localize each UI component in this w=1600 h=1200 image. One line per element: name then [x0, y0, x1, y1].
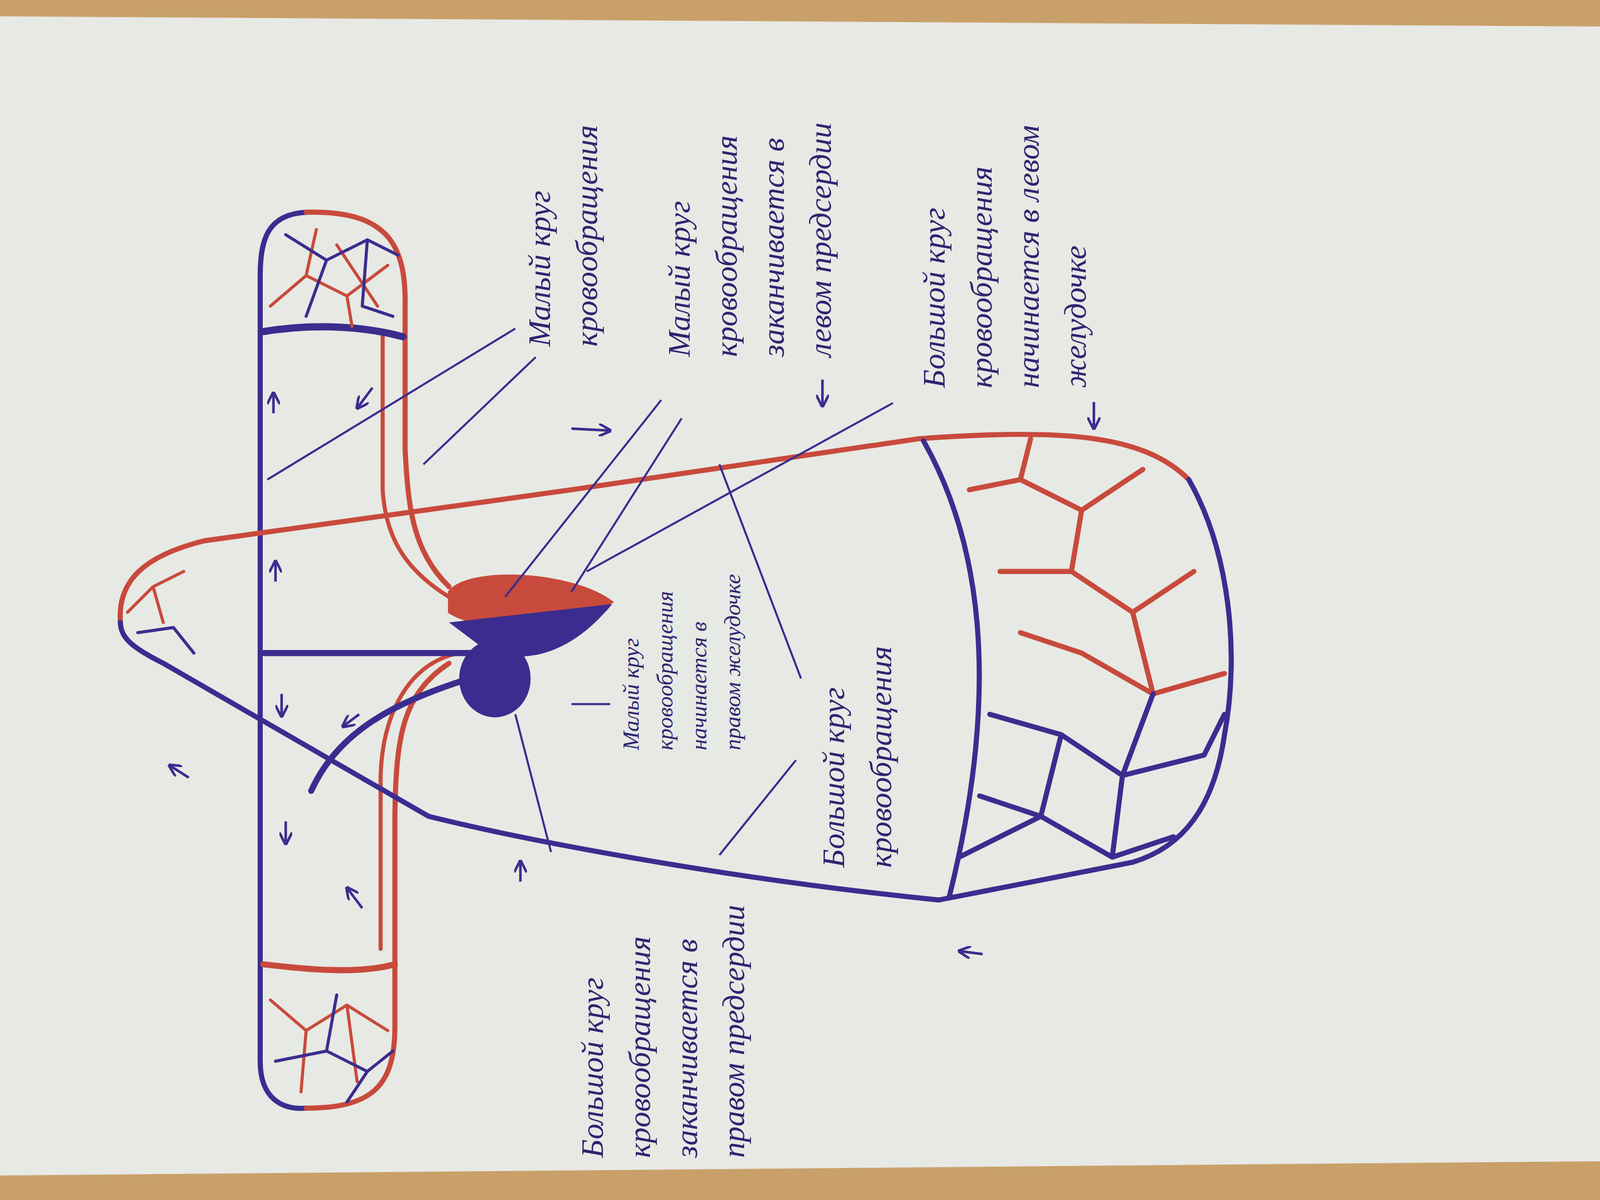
annotation-text: Малый круг кровообращения	[516, 72, 611, 347]
drawing-stroke	[270, 229, 388, 327]
drawing-stroke	[969, 438, 1225, 694]
drawing-stroke	[305, 212, 449, 587]
drawing-stroke	[719, 760, 797, 856]
drawing-stroke	[515, 714, 551, 852]
annotation-text: Большой круг кровообращения	[810, 632, 905, 868]
drawing-stroke	[127, 571, 184, 623]
drawing-stroke	[137, 627, 194, 653]
drawing-stroke	[263, 326, 403, 337]
drawing-stroke	[311, 678, 470, 791]
annotation-text: Малый круг кровообращения начинается в п…	[614, 566, 750, 751]
drawing-stroke	[423, 357, 536, 465]
desk-edge	[0, 1161, 1600, 1200]
drawing-stroke	[267, 328, 516, 480]
drawing-stroke	[169, 765, 190, 778]
pulmonary-loop	[260, 212, 480, 1109]
desk-edge	[0, 0, 1600, 27]
systemic-loop	[120, 434, 1232, 900]
drawing-stroke	[571, 428, 611, 431]
flow-arrows	[169, 379, 1095, 954]
drawing-stroke	[120, 479, 1232, 900]
drawing-stroke	[272, 392, 275, 414]
drawing-stroke	[504, 400, 661, 598]
drawing-stroke	[270, 1000, 388, 1092]
drawing-stroke	[274, 561, 277, 582]
leader-lines	[267, 328, 893, 855]
annotation-text: Большой круг кровообращения начинается в…	[910, 81, 1100, 389]
annotation-text: Малый круг кровообращения заканчивается …	[655, 92, 845, 357]
drawing-stroke	[959, 950, 983, 954]
drawing-stroke	[342, 714, 359, 727]
drawing-stroke	[1092, 401, 1096, 429]
drawing-stroke	[571, 702, 611, 705]
drawing-stroke	[260, 212, 307, 1109]
drawing-stroke	[357, 387, 373, 409]
drawing-stroke	[571, 418, 682, 592]
drawing-stroke	[347, 887, 363, 909]
drawing-stroke	[519, 861, 522, 882]
drawing-stroke	[285, 234, 399, 317]
drawing-stroke	[923, 440, 980, 899]
drawing-stroke	[284, 821, 287, 845]
drawing-stroke	[263, 650, 480, 656]
drawing-stroke	[959, 694, 1225, 858]
drawing-stroke	[821, 379, 824, 406]
drawing-stroke	[459, 639, 531, 718]
drawing-stroke	[586, 402, 893, 572]
drawing-stroke	[280, 694, 283, 717]
heart	[449, 575, 613, 718]
annotation-text: Большой круг кровообращения заканчиваетс…	[569, 883, 758, 1158]
drawing-stroke	[275, 995, 393, 1103]
drawing-stroke	[263, 964, 396, 971]
